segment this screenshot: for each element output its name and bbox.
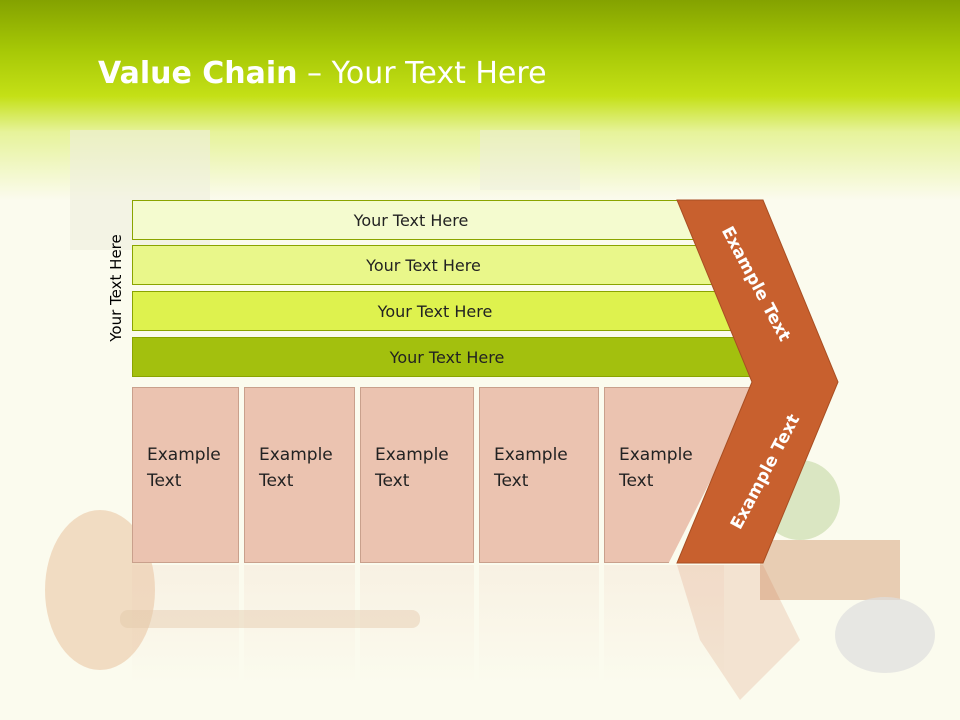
activity-box-line1: Example <box>147 445 221 465</box>
activity-box-line1: Example <box>494 445 568 465</box>
box-reflection <box>604 565 724 685</box>
activity-box-line1: Example <box>619 445 693 465</box>
slide-title: Value Chain – Your Text Here <box>98 56 547 91</box>
activity-box-1: Example Text <box>132 387 239 563</box>
box-reflection <box>132 565 239 685</box>
activity-box-line2: Text <box>494 471 529 491</box>
support-bar-label: Your Text Here <box>366 255 481 275</box>
activity-box-line1: Example <box>375 445 449 465</box>
activity-box-line2: Text <box>375 471 410 491</box>
support-bar-label: Your Text Here <box>389 347 505 367</box>
activity-box-line2: Text <box>259 471 294 491</box>
support-bar-label: Your Text Here <box>377 301 493 321</box>
title-bold: Value Chain <box>98 56 298 91</box>
box-reflection <box>479 565 599 685</box>
activity-box-4: Example Text <box>479 387 599 563</box>
title-rest: – Your Text Here <box>297 56 547 91</box>
support-bar-3: Your Text Here <box>132 291 758 331</box>
support-bar-label: Your Text Here <box>353 210 469 230</box>
activity-box-3: Example Text <box>360 387 474 563</box>
support-bar-1: Your Text Here <box>132 200 710 240</box>
chevron-shape <box>676 199 839 564</box>
support-bar-2: Your Text Here <box>132 245 735 285</box>
activity-box-line1: Example <box>259 445 333 465</box>
activity-box-line2: Text <box>619 471 654 491</box>
box-reflection <box>244 565 355 685</box>
box-reflection <box>360 565 474 685</box>
chevron-reflection <box>677 565 800 700</box>
support-bar-4: Your Text Here <box>132 337 782 377</box>
activity-box-2: Example Text <box>244 387 355 563</box>
activity-box-line2: Text <box>147 471 182 491</box>
